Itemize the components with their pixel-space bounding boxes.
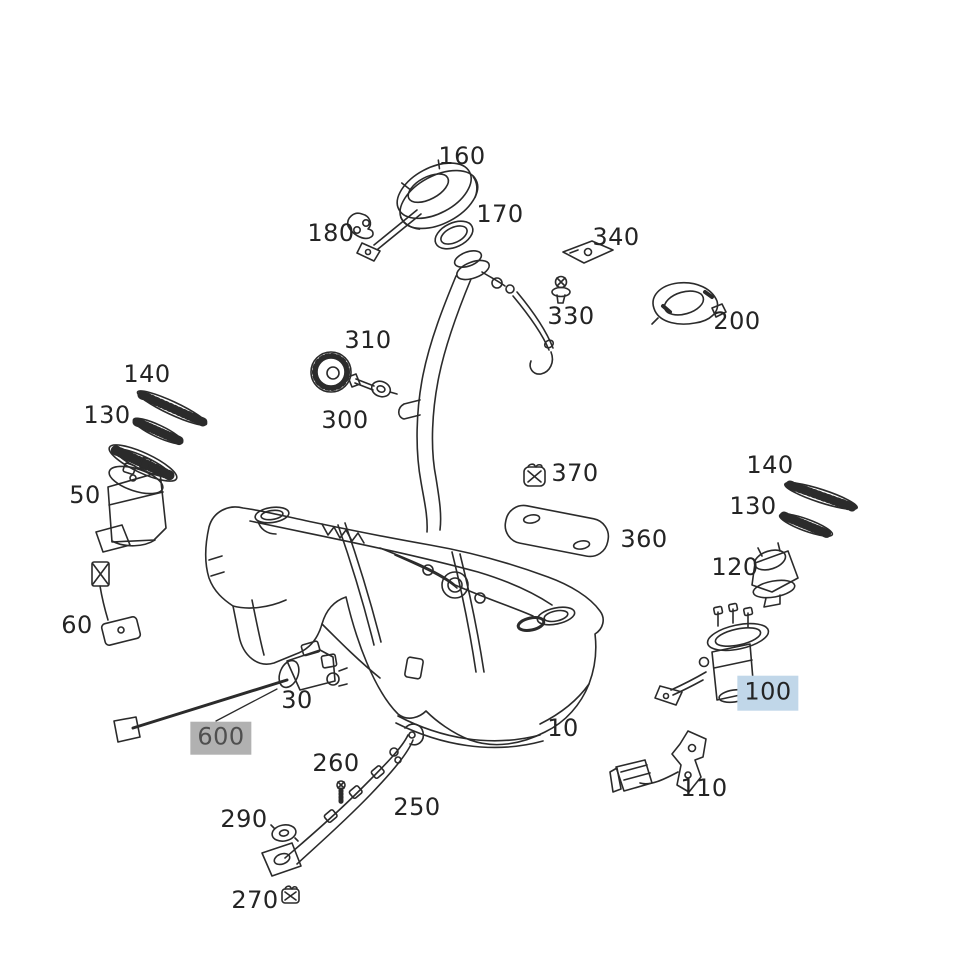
part-label-100[interactable]: 100	[737, 675, 799, 711]
part-label-130-right[interactable]: 130	[729, 492, 777, 521]
part-label-370[interactable]: 370	[551, 459, 599, 488]
bracket-plate-340-drawing	[562, 240, 614, 264]
hose-600-drawing	[113, 678, 289, 743]
part-label-170[interactable]: 170	[476, 200, 524, 229]
lock-ring-130-right-drawing	[778, 511, 834, 539]
level-sender-110-drawing	[609, 730, 707, 793]
filler-pipe-drawing	[397, 250, 555, 533]
grommet-310-drawing	[310, 351, 352, 393]
tank-strap-250-drawing	[261, 723, 425, 877]
part-label-250[interactable]: 250	[393, 793, 441, 822]
fuel-cap-160-drawing	[356, 159, 479, 262]
fuel-tank-10-drawing	[204, 506, 604, 749]
part-label-200[interactable]: 200	[713, 307, 761, 336]
fuel-filter-120-drawing	[751, 542, 799, 608]
seal-strip-140-left-drawing	[136, 390, 208, 427]
lock-ring-130-left-drawing	[132, 417, 185, 446]
tether-clip-180-drawing	[346, 212, 374, 240]
leader-line-600	[215, 688, 278, 722]
part-label-110[interactable]: 110	[680, 774, 728, 803]
part-label-140-left[interactable]: 140	[123, 360, 171, 389]
part-label-180[interactable]: 180	[307, 219, 355, 248]
part-label-310[interactable]: 310	[344, 326, 392, 355]
heat-shield-360-drawing	[504, 504, 610, 558]
bolt-330-drawing	[551, 275, 571, 304]
part-label-60[interactable]: 60	[61, 611, 93, 640]
nut-370-drawing	[523, 463, 546, 487]
part-label-330[interactable]: 330	[547, 302, 595, 331]
part-label-140-right[interactable]: 140	[746, 451, 794, 480]
bolt-300-drawing	[347, 373, 398, 398]
nut-270-drawing	[281, 885, 300, 904]
vent-valve-30-drawing	[278, 640, 348, 691]
part-label-600[interactable]: 600	[190, 721, 252, 755]
filler-seal-200-drawing	[651, 281, 727, 325]
part-label-30[interactable]: 30	[281, 686, 313, 715]
part-label-160[interactable]: 160	[438, 142, 486, 171]
fuel-pump-module-50-drawing	[95, 444, 178, 553]
part-label-130-left[interactable]: 130	[83, 401, 131, 430]
part-label-340[interactable]: 340	[592, 223, 640, 252]
washer-290-drawing	[270, 824, 299, 842]
seal-ring-170-drawing	[434, 220, 474, 250]
part-label-300[interactable]: 300	[321, 406, 369, 435]
part-label-260[interactable]: 260	[312, 749, 360, 778]
screw-260-drawing	[336, 780, 346, 805]
part-label-120[interactable]: 120	[711, 553, 759, 582]
part-label-360[interactable]: 360	[620, 525, 668, 554]
part-label-10[interactable]: 10	[547, 714, 579, 743]
part-label-290[interactable]: 290	[220, 805, 268, 834]
part-label-270[interactable]: 270	[231, 886, 279, 915]
part-label-50[interactable]: 50	[69, 481, 101, 510]
level-sender-60-drawing	[91, 561, 142, 646]
seal-strip-140-right-drawing	[784, 480, 858, 512]
